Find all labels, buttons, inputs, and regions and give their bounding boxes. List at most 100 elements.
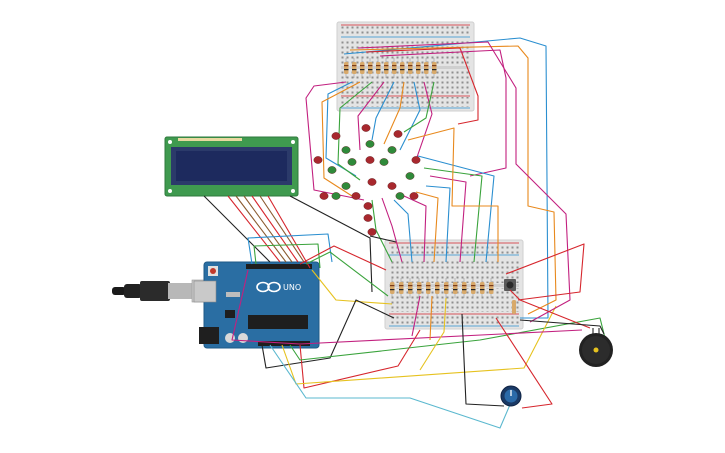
resistor [399,282,404,294]
capacitor [238,333,248,343]
wire [429,295,433,341]
resistor [390,282,395,294]
wire [411,295,421,337]
wire [269,344,513,429]
resistor [432,62,437,74]
digital-header [246,264,312,269]
wire [415,191,439,263]
led [405,172,415,180]
resistor [435,282,440,294]
led [363,214,373,222]
wire [519,319,605,335]
arduino-logo [256,281,281,293]
wire [423,167,483,263]
led [409,192,419,200]
led [319,192,329,200]
led [331,132,341,140]
usb-cable-icon [112,279,207,303]
wire [399,81,421,151]
wire [289,195,373,293]
wire [267,195,311,269]
center-channel [341,66,470,69]
resistor [417,282,422,294]
wire [311,269,393,305]
wire [261,299,395,369]
wire [429,175,467,263]
lcd-pin-header [178,138,242,141]
wire [305,251,389,297]
wire [403,195,427,263]
wire-layer [203,37,606,429]
wire [495,317,553,409]
resistor-row [390,278,494,298]
led [331,192,341,200]
wire [227,195,281,263]
wire [321,81,361,197]
wire [505,243,585,301]
resistor [462,282,467,294]
power-rail-top [389,244,519,254]
led [351,192,361,200]
pushbutton-resistor [512,300,516,314]
power-rail-bottom [389,315,519,325]
led [347,158,357,166]
pushbutton[interactable] [504,279,516,291]
led [395,192,405,200]
led [387,146,397,154]
led [341,182,351,190]
wire [289,317,606,361]
wire [357,81,385,151]
resistor [368,62,373,74]
led [367,178,377,186]
resistor [344,62,349,74]
wire [369,235,397,243]
wire [253,243,321,269]
led-cluster [313,124,421,236]
resistor [453,282,458,294]
wire [403,81,435,133]
board-brand: UNO [283,283,301,292]
led [365,156,375,164]
arduino-uno: UNO [193,261,320,349]
bottom-breadboard [384,239,524,330]
wire [281,305,557,385]
resistor [480,282,485,294]
potentiometer-icon[interactable] [500,385,522,407]
resistor [489,282,494,294]
wire [357,41,571,323]
wire [251,195,299,263]
wire [365,47,479,125]
wire [419,297,447,371]
wire [379,49,507,177]
wire [349,45,557,315]
wire [415,81,433,161]
led [363,202,373,210]
wire [461,313,505,407]
wire [393,199,413,263]
lcd-screen [176,151,287,181]
resistor [384,62,389,74]
resistor [426,282,431,294]
led [411,156,421,164]
wire [371,199,393,263]
wire [381,197,403,263]
resistor [424,62,429,74]
led [341,146,351,154]
led [365,140,375,148]
wire [325,81,357,177]
lcd-16x2 [164,136,299,197]
terminal-strip-lower [341,70,470,94]
resistor [376,62,381,74]
power-rail-top [341,26,470,36]
led [313,156,323,164]
resistor [352,62,357,74]
wire [383,81,405,145]
resistor [416,62,421,74]
power-jack [199,327,219,344]
wire [235,195,287,263]
usb-port [193,280,217,303]
buzzer-icon [579,328,613,367]
wire [203,195,271,263]
top-breadboard [336,21,475,112]
